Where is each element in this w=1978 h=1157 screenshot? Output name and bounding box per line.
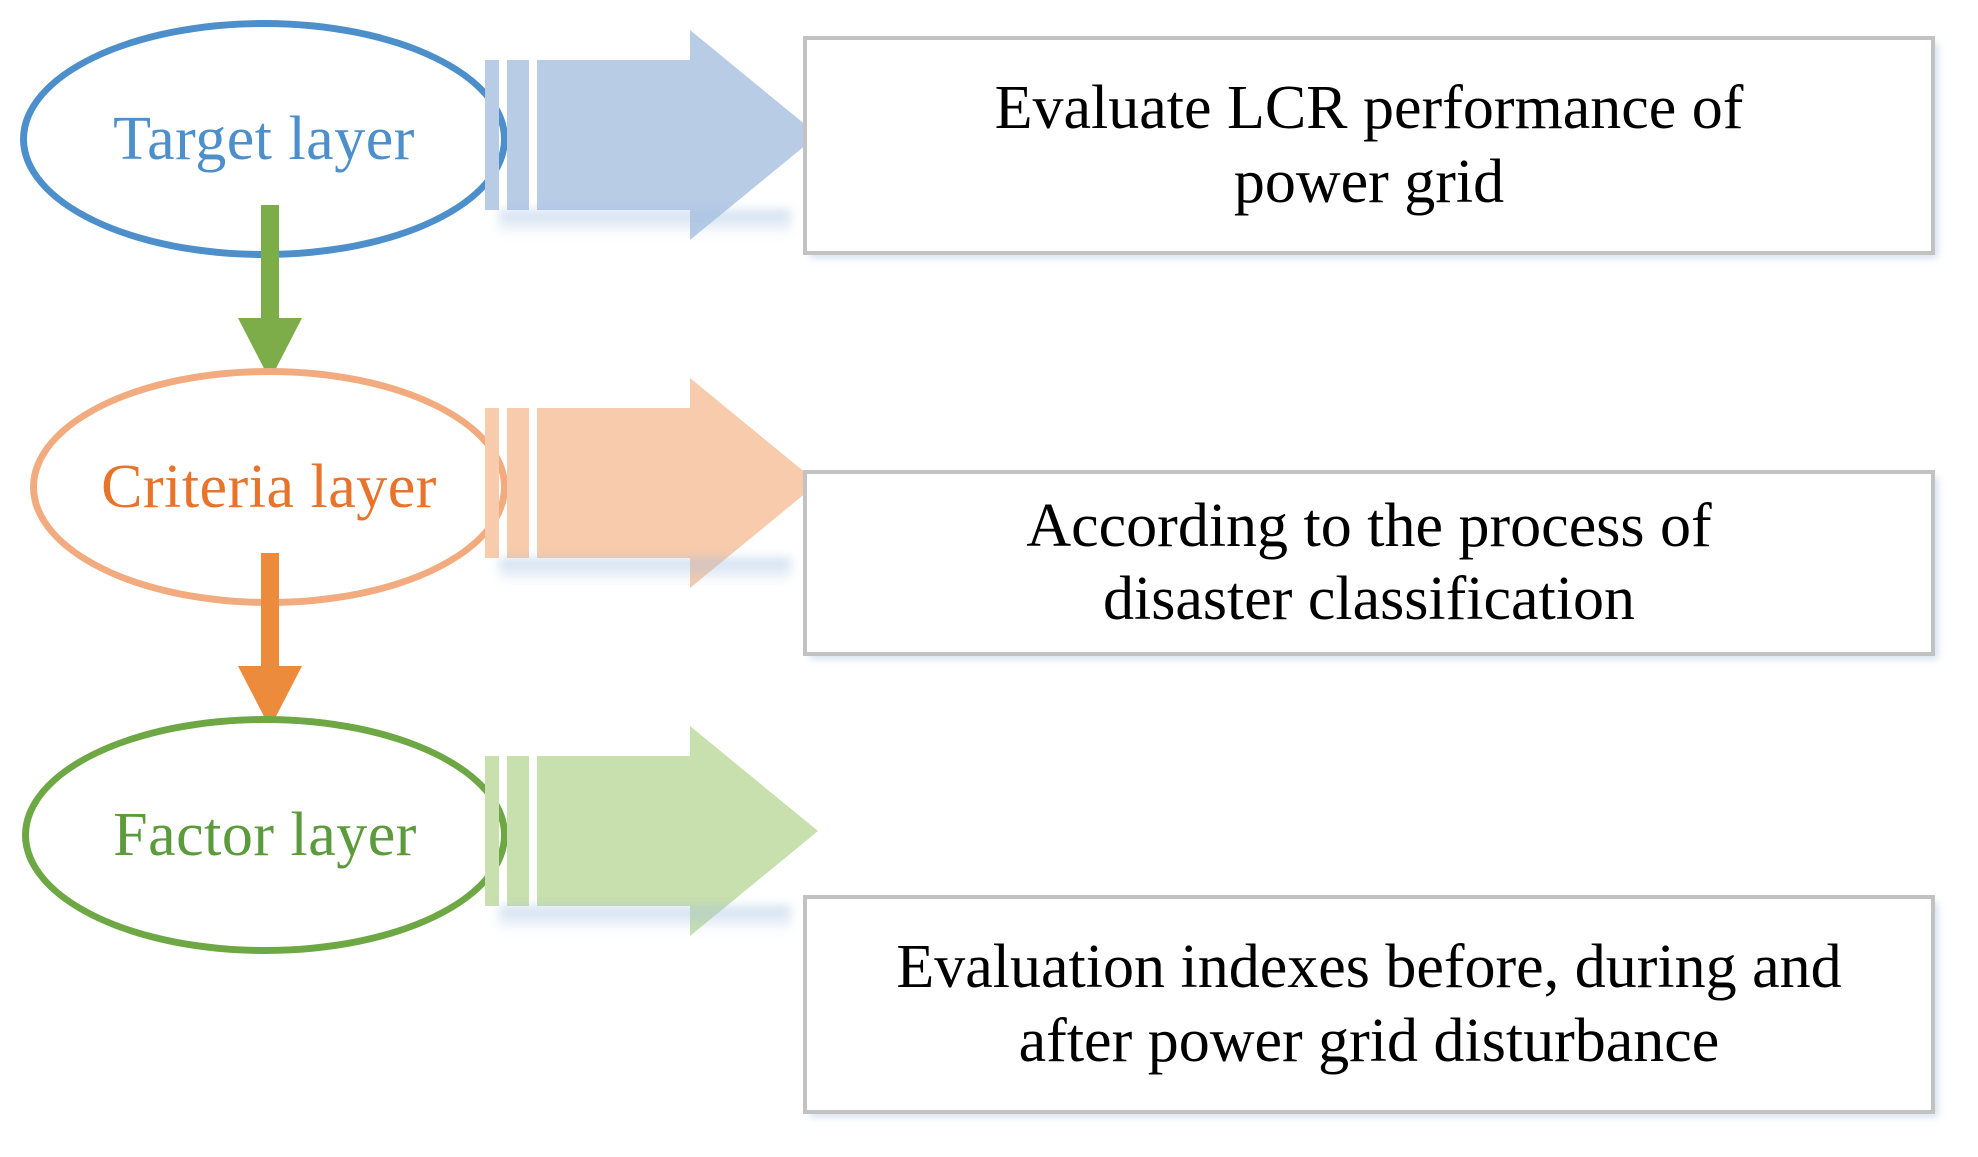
connector-shaft	[261, 205, 279, 335]
banner-arrow-target-layer-icon	[485, 30, 825, 240]
banner-arrow-criteria-layer-icon	[485, 378, 825, 588]
arrow-body	[537, 60, 695, 210]
description-box-factor-layer: Evaluation indexes before, during and af…	[803, 895, 1935, 1114]
node-criteria-layer[interactable]: Criteria layer	[30, 368, 508, 606]
arrow-tail-segment-2	[507, 60, 529, 210]
banner-arrow-factor-layer-icon	[485, 726, 825, 936]
node-target-layer-label: Target layer	[113, 105, 415, 173]
description-box-factor-layer-text: Evaluation indexes before, during and af…	[896, 933, 1842, 1075]
description-box-target-layer: Evaluate LCR performance of power grid	[803, 36, 1935, 255]
arrow-tail-segment-1	[485, 408, 499, 558]
arrow-head	[690, 378, 818, 588]
description-box-criteria-layer-text: According to the process of disaster cla…	[1026, 491, 1712, 633]
connector-shaft	[261, 553, 279, 683]
arrow-tail-segment-1	[485, 756, 499, 906]
arrow-body	[537, 408, 695, 558]
node-factor-layer-label: Factor layer	[113, 801, 417, 869]
arrow-tail-segment-1	[485, 60, 499, 210]
description-box-criteria-layer: According to the process of disaster cla…	[803, 470, 1935, 656]
arrow-tail-segment-2	[507, 756, 529, 906]
node-criteria-layer-label: Criteria layer	[101, 453, 437, 521]
node-factor-layer[interactable]: Factor layer	[22, 716, 508, 954]
arrow-body	[537, 756, 695, 906]
arrow-tail-segment-2	[507, 408, 529, 558]
connector-arrow-target-to-criteria-icon	[190, 205, 350, 380]
connector-arrow-criteria-to-factor-icon	[190, 553, 350, 728]
description-box-target-layer-text: Evaluate LCR performance of power grid	[994, 74, 1744, 216]
arrow-head	[690, 726, 818, 936]
arrow-head	[690, 30, 818, 240]
